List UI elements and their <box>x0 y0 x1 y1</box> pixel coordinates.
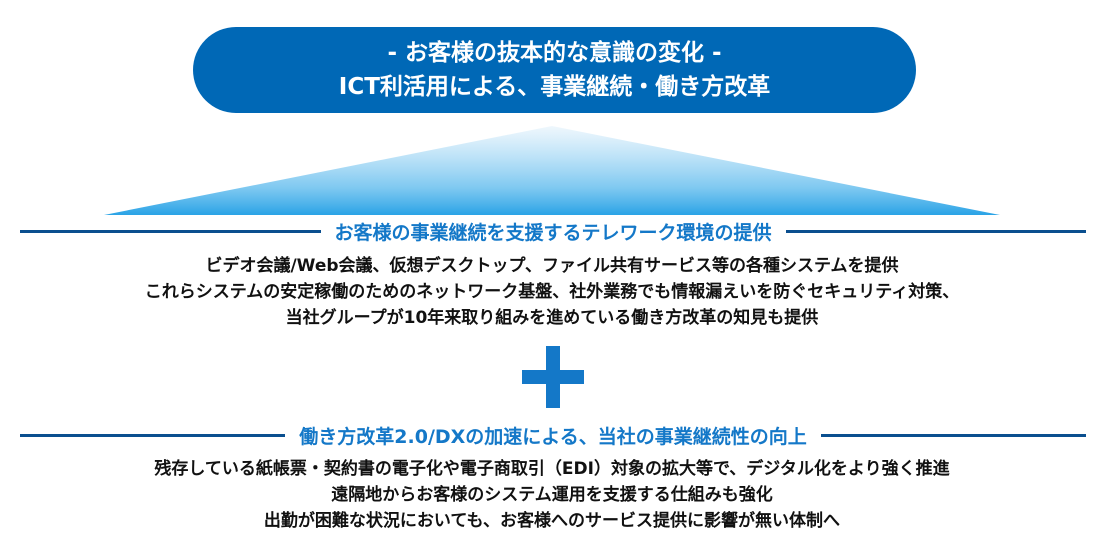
section-2-body: 残存している紙帳票・契約書の電子化や電子商取引（EDI）対象の拡大等で、デジタル… <box>0 456 1104 534</box>
banner-line-1: - お客様の抜本的な意識の変化 - <box>387 40 722 66</box>
section-2-heading: 働き方改革2.0/DXの加速による、当社の事業継続性の向上 <box>20 422 1087 449</box>
section-2-line-2: 遠隔地からお客様のシステム運用を支援する仕組みも強化 <box>331 485 773 505</box>
section-1-line-3: 当社グループが10年来取り組みを進めている働き方改革の知見も提供 <box>285 308 819 328</box>
section-1-rule-left <box>20 230 321 233</box>
section-2-title: 働き方改革2.0/DXの加速による、当社の事業継続性の向上 <box>299 426 807 448</box>
section-1-line-1: ビデオ会議/Web会議、仮想デスクトップ、ファイル共有サービス等の各種システムを… <box>205 256 899 276</box>
top-banner: - お客様の抜本的な意識の変化 - ICT利活用による、事業継続・働き方改革 <box>193 27 916 113</box>
section-1-line-2: これらシステムの安定稼働のためのネットワーク基盤、社外業務でも情報漏えいを防ぐセ… <box>144 282 960 302</box>
section-2-line-3: 出勤が困難な状況においても、お客様へのサービス提供に影響が無い体制へ <box>263 511 841 531</box>
section-1-title: お客様の事業継続を支援するテレワーク環境の提供 <box>334 222 772 244</box>
banner-line-2: ICT利活用による、事業継続・働き方改革 <box>338 74 771 100</box>
section-1-body: ビデオ会議/Web会議、仮想デスクトップ、ファイル共有サービス等の各種システムを… <box>0 253 1104 331</box>
section-2-rule-left <box>20 434 286 437</box>
section-1-rule-right <box>785 230 1087 233</box>
section-1-heading: お客様の事業継続を支援するテレワーク環境の提供 <box>20 218 1087 245</box>
section-2-line-1: 残存している紙帳票・契約書の電子化や電子商取引（EDI）対象の拡大等で、デジタル… <box>154 459 950 479</box>
plus-icon-horizontal <box>522 370 584 384</box>
plus-icon <box>522 346 584 408</box>
section-2-rule-right <box>820 434 1087 437</box>
light-beam <box>104 126 1000 215</box>
beam-shape <box>104 126 1000 215</box>
